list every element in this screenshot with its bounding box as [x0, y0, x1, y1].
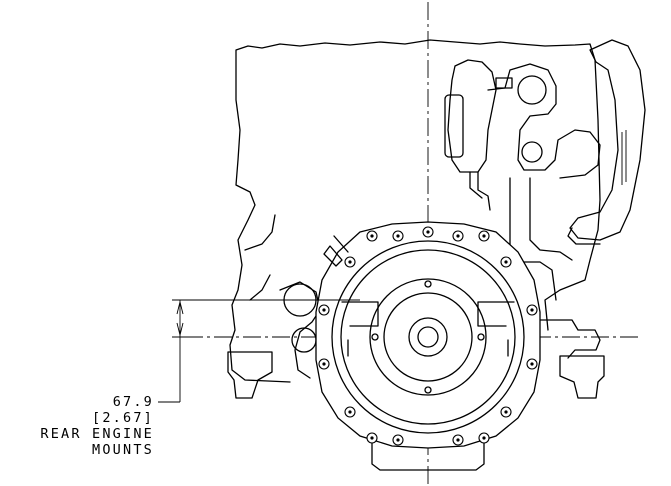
- flywheel-window-right-top: [477, 301, 515, 327]
- housing-bottom-lip: [371, 441, 485, 471]
- dimension-value-in: [2.67]: [92, 410, 154, 426]
- flywheel-housing: [315, 221, 541, 449]
- rear-engine-mount-dimension: 67.9 [2.67] REAR ENGINE MOUNTS: [14, 394, 154, 458]
- flywheel-inner-ring: [340, 249, 516, 425]
- right-engine-mount: [559, 355, 605, 399]
- exhaust-ribs: [621, 130, 627, 185]
- exhaust-downpipe: [509, 177, 573, 301]
- left-engine-mount: [227, 351, 273, 399]
- flywheel-window-left-top: [341, 301, 379, 327]
- block-left-detail: [244, 214, 276, 301]
- flywheel-hub-ring: [369, 278, 487, 396]
- turbo-housing: [444, 94, 464, 158]
- turbo-clamp: [495, 77, 513, 89]
- engine-block-outline: [229, 39, 601, 383]
- dimension-label-line2: MOUNTS: [92, 442, 154, 458]
- exhaust-elbow: [569, 39, 646, 241]
- crank-flange: [383, 292, 473, 382]
- right-mount-bracket: [539, 319, 601, 359]
- dimension-value-mm: 67.9: [112, 394, 154, 410]
- filler-flange: [291, 327, 317, 353]
- filler-neck: [279, 281, 321, 379]
- crank-center: [417, 326, 439, 348]
- turbo-outlet: [487, 63, 601, 179]
- housing-sensor: [323, 235, 349, 267]
- flywheel-window-ticks: [347, 339, 509, 357]
- crank-bore: [408, 317, 448, 357]
- turbo-wheel: [517, 75, 547, 105]
- exhaust-flange: [567, 227, 601, 245]
- turbo-port: [521, 141, 543, 163]
- dimension-label-line1: REAR ENGINE: [40, 426, 154, 442]
- hub-bolts: [371, 280, 485, 394]
- turbocharger: [447, 59, 497, 173]
- dimension-arrows: [176, 301, 184, 336]
- turbo-drain: [469, 171, 491, 211]
- housing-bolts: [318, 226, 538, 446]
- flywheel-outer-ring: [331, 240, 525, 434]
